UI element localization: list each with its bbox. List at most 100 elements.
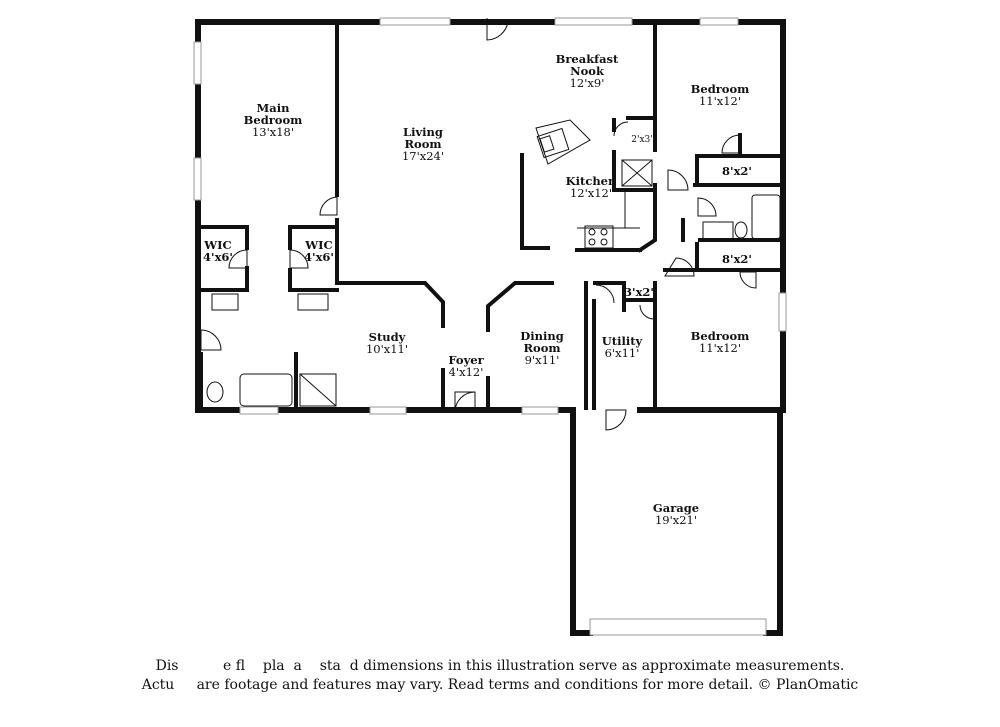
room-wic-right: WIC 4'x6' [304,239,334,263]
interior-walls [199,24,785,412]
room-kitchen-dim: 12'x12' [569,186,613,200]
room-utility-closet-dim: 3'x2' [624,285,654,299]
room-bedroom-top-name: Bedroom [690,82,750,96]
window-bedroom-top [699,17,739,26]
window-bedroom-right [778,292,787,332]
room-main-bedroom: Main Bedroom 13'x18' [244,102,303,138]
room-closet-top-dim: 8'x2' [722,164,752,178]
dining-walls [486,281,554,332]
kitchen-counter-right [577,190,640,229]
hall-toilet [734,221,748,239]
stove [584,225,614,249]
room-kitchen-name: Kitchen [565,174,617,188]
disclaimer-line-2: Actu are footage and features may vary. … [141,677,859,693]
door-top-entry [486,18,509,41]
windows [193,17,787,636]
door-wic-left [228,249,248,269]
window-main-bedroom-left-2 [193,157,202,201]
window-main-bedroom-left-1 [193,41,202,85]
room-wic-left: WIC 4'x6' [203,239,233,263]
wic-left-walls [199,225,249,250]
disclaimer-line-1: Dis e fl pla a sta d dimensions in this … [155,658,845,674]
vanity-left [211,293,239,311]
disclaimer-text: Dis e fl pla a sta d dimensions in this … [0,657,1000,695]
door-front [454,391,476,413]
window-bath-bottom [239,406,279,415]
room-wic-right-dim: 4'x6' [304,250,334,264]
window-nook-top [554,17,633,26]
garage-door [589,618,767,636]
window-dining-bottom [521,406,559,415]
room-foyer: Foyer 4'x12' [448,354,483,378]
door-utility [595,284,615,304]
room-closet-top: 8'x2' [722,165,752,177]
door-wic-right [289,249,309,269]
wic-right-walls [288,225,339,250]
door-utility-closet [639,304,655,320]
room-dining-name: Dining Room [520,329,564,355]
door-kitchen-hall [667,169,689,191]
room-bedroom-right-name: Bedroom [690,329,750,343]
room-foyer-dim: 4'x12' [448,365,484,379]
room-wic-left-name: WIC [204,238,232,252]
room-dining: Dining Room 9'x11' [520,330,563,366]
room-pantry: 2'x3' [631,135,652,145]
door-pantry [613,121,629,137]
kitchen-island-left [520,153,550,250]
door-main-bedroom [319,196,338,216]
room-utility-closet: 3'x2' [624,286,654,298]
window-study-bottom [369,406,407,415]
door-bath [200,329,222,351]
room-breakfast-nook: Breakfast Nook 12'x9' [556,53,619,89]
window-living-top [379,17,451,26]
vanity-right [297,293,329,311]
room-wic-left-dim: 4'x6' [203,250,233,264]
pantry-walls [612,116,657,192]
room-study-name: Study [368,330,406,344]
room-living: Living Room 17'x24' [402,126,444,162]
room-bedroom-right: Bedroom 11'x12' [691,330,750,354]
room-wic-right-name: WIC [305,238,333,252]
room-breakfast-nook-dim: 12'x9' [569,76,605,90]
room-closet-bottom-dim: 8'x2' [722,252,752,266]
main-shower [299,373,337,407]
room-bedroom-right-dim: 11'x12' [698,341,742,355]
kitchen-sink-inner [539,135,555,153]
room-living-dim: 17'x24' [401,149,445,163]
room-study-dim: 10'x11' [365,342,409,356]
hall-vanity [702,221,734,241]
main-bathtub [239,373,293,407]
door-hall-bath [697,197,717,217]
room-dining-dim: 9'x11' [524,353,560,367]
room-living-name: Living Room [403,125,443,151]
room-garage-name: Garage [652,501,700,515]
main-toilet [206,381,224,403]
fridge [621,159,653,187]
room-pantry-dim: 2'x3' [631,135,653,145]
door-bedroom-top [721,134,741,154]
room-bedroom-top-dim: 11'x12' [698,94,742,108]
study-walls [338,281,445,328]
room-study: Study 10'x11' [366,331,408,355]
kitchen-sink [536,127,570,159]
fixtures [206,119,781,407]
hall-tub [751,194,781,240]
room-utility-dim: 6'x11' [604,346,640,360]
room-garage: Garage 19'x21' [653,502,699,526]
door-bedroom-right-hall [664,257,695,277]
room-bedroom-top: Bedroom 11'x12' [691,83,750,107]
room-foyer-name: Foyer [448,353,484,367]
room-breakfast-nook-name: Breakfast Nook [555,52,619,78]
doors [200,18,757,431]
room-main-bedroom-dim: 13'x18' [251,125,295,139]
room-main-bedroom-name: Main Bedroom [243,101,303,127]
door-garage-utility [605,409,627,431]
room-closet-bottom: 8'x2' [722,253,752,265]
room-utility-name: Utility [601,334,643,348]
door-bedroom-right [739,271,757,289]
room-garage-dim: 19'x21' [654,513,698,527]
room-utility: Utility 6'x11' [602,335,642,359]
room-kitchen: Kitchen 12'x12' [566,175,617,199]
